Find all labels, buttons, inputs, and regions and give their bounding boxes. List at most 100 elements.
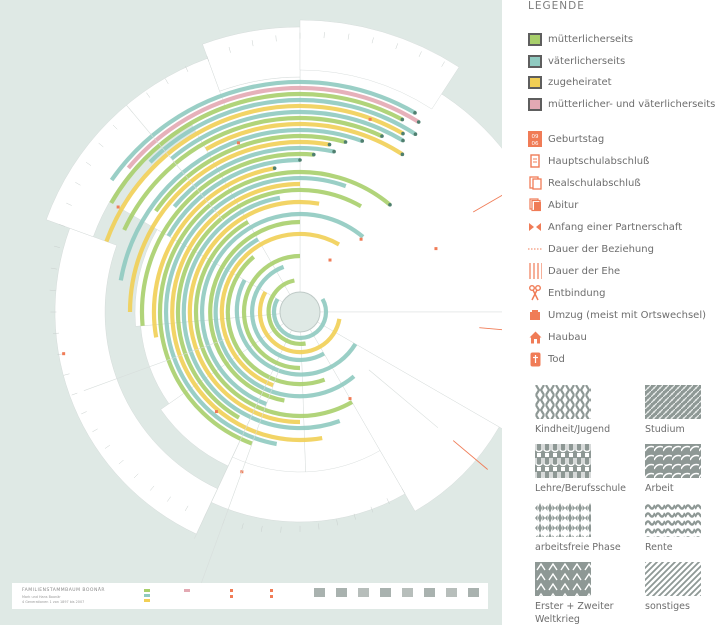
life-arc	[175, 187, 363, 420]
pattern-studium	[645, 385, 701, 419]
ring-tick	[71, 392, 78, 396]
swatch-label: väterlicherseits	[548, 55, 626, 67]
ring-tick	[251, 40, 254, 47]
life-end-dot	[416, 120, 421, 124]
life-arc	[187, 199, 320, 425]
ring-tick	[165, 78, 169, 85]
ring-tick	[149, 485, 155, 491]
ring-tick	[185, 66, 189, 72]
event-label: Umzug (meist mit Ortswechsel)	[548, 309, 706, 321]
legend-event-death: Tod	[528, 350, 565, 368]
legend-event-move: Umzug (meist mit Ortswechsel)	[528, 306, 706, 324]
life-end-dot	[380, 134, 384, 138]
radial-divider	[126, 104, 224, 221]
pattern-label: Kindheit/Jugend	[535, 424, 611, 435]
life-end-dot	[400, 117, 405, 122]
life-arc	[200, 211, 365, 407]
pattern-kindheit	[535, 385, 591, 419]
ring-tick	[228, 46, 231, 53]
life-arc	[118, 127, 363, 281]
ring-tick	[441, 61, 445, 67]
radial-divider	[197, 368, 280, 595]
ring-tick	[395, 43, 399, 50]
pattern-sonstiges	[645, 562, 701, 596]
life-arc	[104, 103, 405, 243]
ring-tick	[353, 513, 356, 520]
life-arc	[109, 79, 417, 182]
life-arc	[213, 237, 356, 399]
mini-legend	[134, 587, 314, 605]
event-marker	[368, 117, 372, 121]
legend-event-realschule: Realschulabschluß	[528, 174, 641, 192]
life-end-dot	[413, 132, 418, 137]
ring-tick	[59, 224, 65, 227]
life-arc	[271, 297, 329, 341]
event-marker	[328, 258, 332, 262]
house-icon	[528, 330, 542, 344]
life-arc	[266, 278, 306, 346]
legend-event-relationship: Dauer der Beziehung	[528, 240, 654, 258]
ring-tick	[184, 505, 189, 512]
life-arc	[225, 255, 326, 387]
scissors-icon	[528, 285, 542, 301]
marriage-span	[452, 440, 488, 470]
ring-tick	[75, 182, 81, 186]
life-arc	[154, 133, 347, 213]
legend-event-marriage: Dauer der Ehe	[528, 262, 620, 280]
swatch-label: mütterlicherseits	[548, 33, 634, 45]
life-end-dot	[388, 202, 392, 207]
event-marker	[116, 205, 120, 209]
life-arc	[250, 264, 326, 363]
legend-swatch-both: mütterlicher- und väterlicherseits	[528, 95, 715, 113]
event-label: Haubau	[548, 331, 587, 343]
realschule-icon	[528, 176, 542, 190]
life-end-dot	[401, 131, 405, 136]
legend-event-abitur: Abitur	[528, 196, 578, 214]
life-end-dot	[400, 152, 405, 157]
svg-text:06: 06	[532, 141, 539, 147]
ring-tick	[112, 124, 118, 130]
ring-tick	[275, 35, 277, 42]
marriage-span	[479, 327, 502, 331]
poster-info-strip: FAMILIENSTAMMBAUM BOONÄR Mark und Hans B…	[12, 583, 488, 609]
pattern-label: Erster + Zweiter Weltkrieg	[535, 601, 614, 625]
legend-event-birth: Entbindung	[528, 284, 605, 302]
legend-event-birthday: 09 06 Geburtstag	[528, 130, 604, 148]
spiral-center	[279, 291, 321, 333]
ring-tick	[81, 411, 87, 415]
birthday-icon: 09 06	[528, 131, 542, 147]
life-arc	[193, 220, 354, 419]
ring-tick	[323, 32, 325, 39]
swatch-box	[528, 32, 542, 46]
life-arc	[170, 181, 323, 443]
ring-tick	[386, 498, 390, 504]
pattern-label: arbeitsfreie Phase	[535, 542, 621, 553]
life-arc	[241, 253, 301, 371]
legend-title: LEGENDE	[528, 0, 585, 12]
life-end-dot	[413, 111, 417, 115]
life-end-dot	[272, 166, 277, 171]
marriage-span	[472, 194, 502, 213]
legend-panel: LEGENDE mütterlicherseits väterlichersei…	[505, 0, 720, 625]
event-marker	[348, 397, 352, 401]
event-label: Realschulabschluß	[548, 177, 641, 189]
radial-divider	[83, 339, 225, 391]
radial-divider	[194, 375, 271, 539]
event-label: Dauer der Ehe	[548, 265, 621, 277]
ring-tick	[146, 92, 151, 98]
life-arc	[148, 97, 417, 164]
ring-tick	[206, 55, 210, 62]
life-arc	[166, 157, 301, 238]
event-label: Anfang einer Partnerschaft	[548, 221, 683, 233]
ring-tick	[66, 202, 72, 206]
event-label: Geburtstag	[548, 133, 605, 145]
ring-tick	[280, 526, 282, 533]
life-arc	[257, 290, 342, 355]
moving-box-icon	[528, 308, 542, 322]
life-arc	[234, 279, 358, 377]
ring-tick	[336, 519, 338, 526]
legend-event-house: Haubau	[528, 328, 587, 346]
swatch-label: zugeheiratet	[548, 76, 612, 88]
life-arc	[151, 166, 275, 338]
life-arc	[219, 231, 341, 388]
